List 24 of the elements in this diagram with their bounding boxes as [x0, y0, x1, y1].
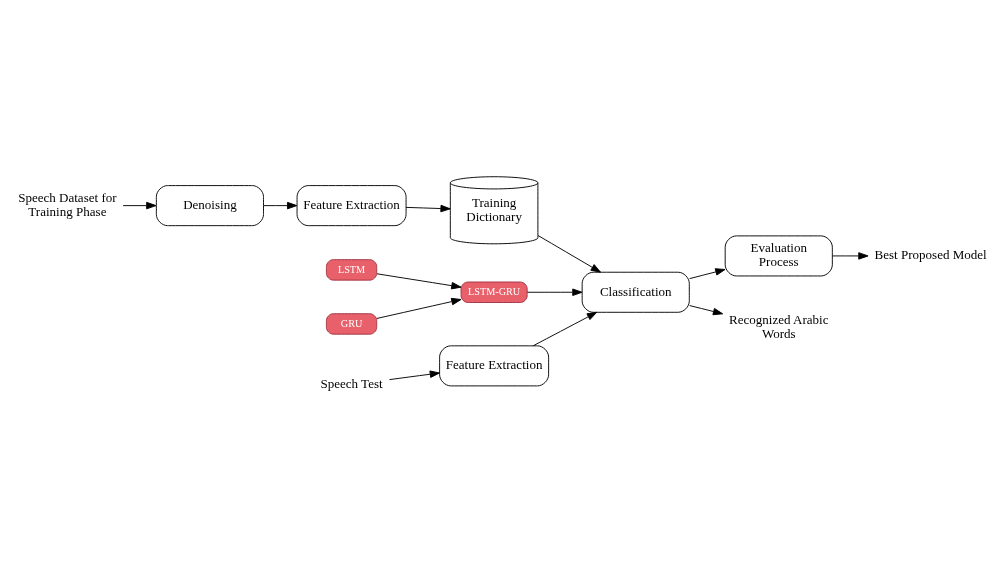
arrow: [532, 311, 598, 346]
node-box: LSTM: [325, 258, 378, 281]
node-box: LSTM-GRU: [460, 281, 528, 303]
node-box: Classification: [581, 271, 690, 313]
node-text: Speech Test: [320, 375, 383, 391]
node-text: Recognized Arabic Words: [729, 311, 829, 341]
arrow: [689, 304, 724, 315]
arrow: [376, 297, 462, 319]
arrow: [832, 251, 869, 260]
arrow: [527, 288, 583, 296]
node-box: Denoising: [155, 184, 264, 226]
node-box: GRU: [325, 312, 378, 335]
arrow: [689, 267, 726, 279]
node-box: Feature Extraction: [296, 184, 407, 226]
arrow: [389, 370, 440, 380]
node-text: Speech Dataset for Training Phase: [18, 189, 117, 219]
node-text: Best Proposed Model: [874, 246, 987, 262]
arrow: [376, 272, 462, 289]
arrow: [263, 201, 298, 209]
arrow: [405, 204, 451, 212]
node-box: Feature Extraction: [439, 344, 550, 386]
arrow: [122, 201, 157, 209]
arrow: [537, 234, 601, 273]
node-box: Evaluation Process: [724, 234, 833, 276]
